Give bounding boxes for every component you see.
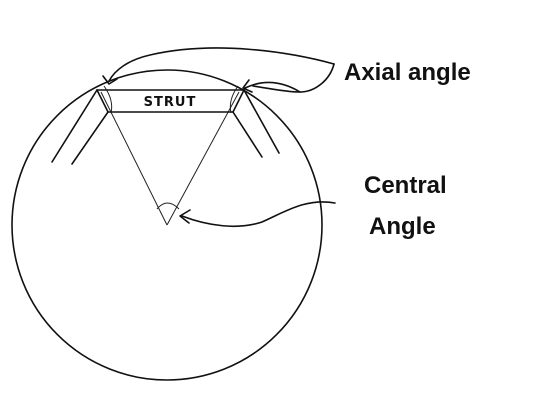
- central-angle-arc: [156, 202, 180, 210]
- strut-label: STRUT: [144, 95, 197, 110]
- adjacent-strut-left: [51, 89, 109, 165]
- strut-bar: STRUT: [96, 89, 245, 113]
- central-angle-label-line1: Central: [364, 172, 447, 199]
- axial-angle-arc-left: [103, 85, 113, 114]
- axial-angle-label: Axial angle: [344, 59, 471, 86]
- radial-line-right: [166, 91, 240, 226]
- central-angle-arrow: [179, 201, 336, 228]
- central-angle-label-line2: Angle: [369, 213, 436, 240]
- axial-angle-arrow: [102, 47, 335, 93]
- adjacent-strut-right: [232, 89, 280, 158]
- axial-angle-arc-right: [229, 85, 239, 114]
- sphere-outline: [11, 69, 323, 381]
- radial-line-left: [100, 91, 168, 226]
